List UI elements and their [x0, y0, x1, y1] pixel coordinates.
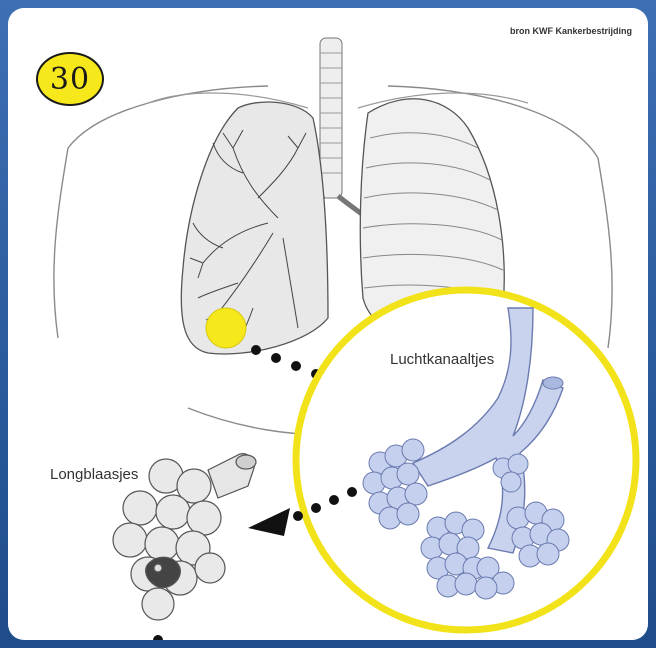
illustration-panel: 30 bron KWF Kankerbestrijding Luchtkanaa… [8, 8, 648, 640]
magnified-view [296, 290, 636, 630]
label-alveoli: Longblaasjes [50, 466, 138, 483]
page-number-badge: 30 [36, 52, 104, 106]
source-credit: bron KWF Kankerbestrijding [510, 26, 632, 36]
highlight-dot [206, 308, 246, 348]
lung-diagram [8, 8, 648, 640]
label-bronchioles: Luchtkanaaltjes [390, 351, 494, 368]
page-number: 30 [50, 62, 90, 97]
left-lung [181, 102, 328, 354]
arrow-head-2 [248, 508, 290, 536]
